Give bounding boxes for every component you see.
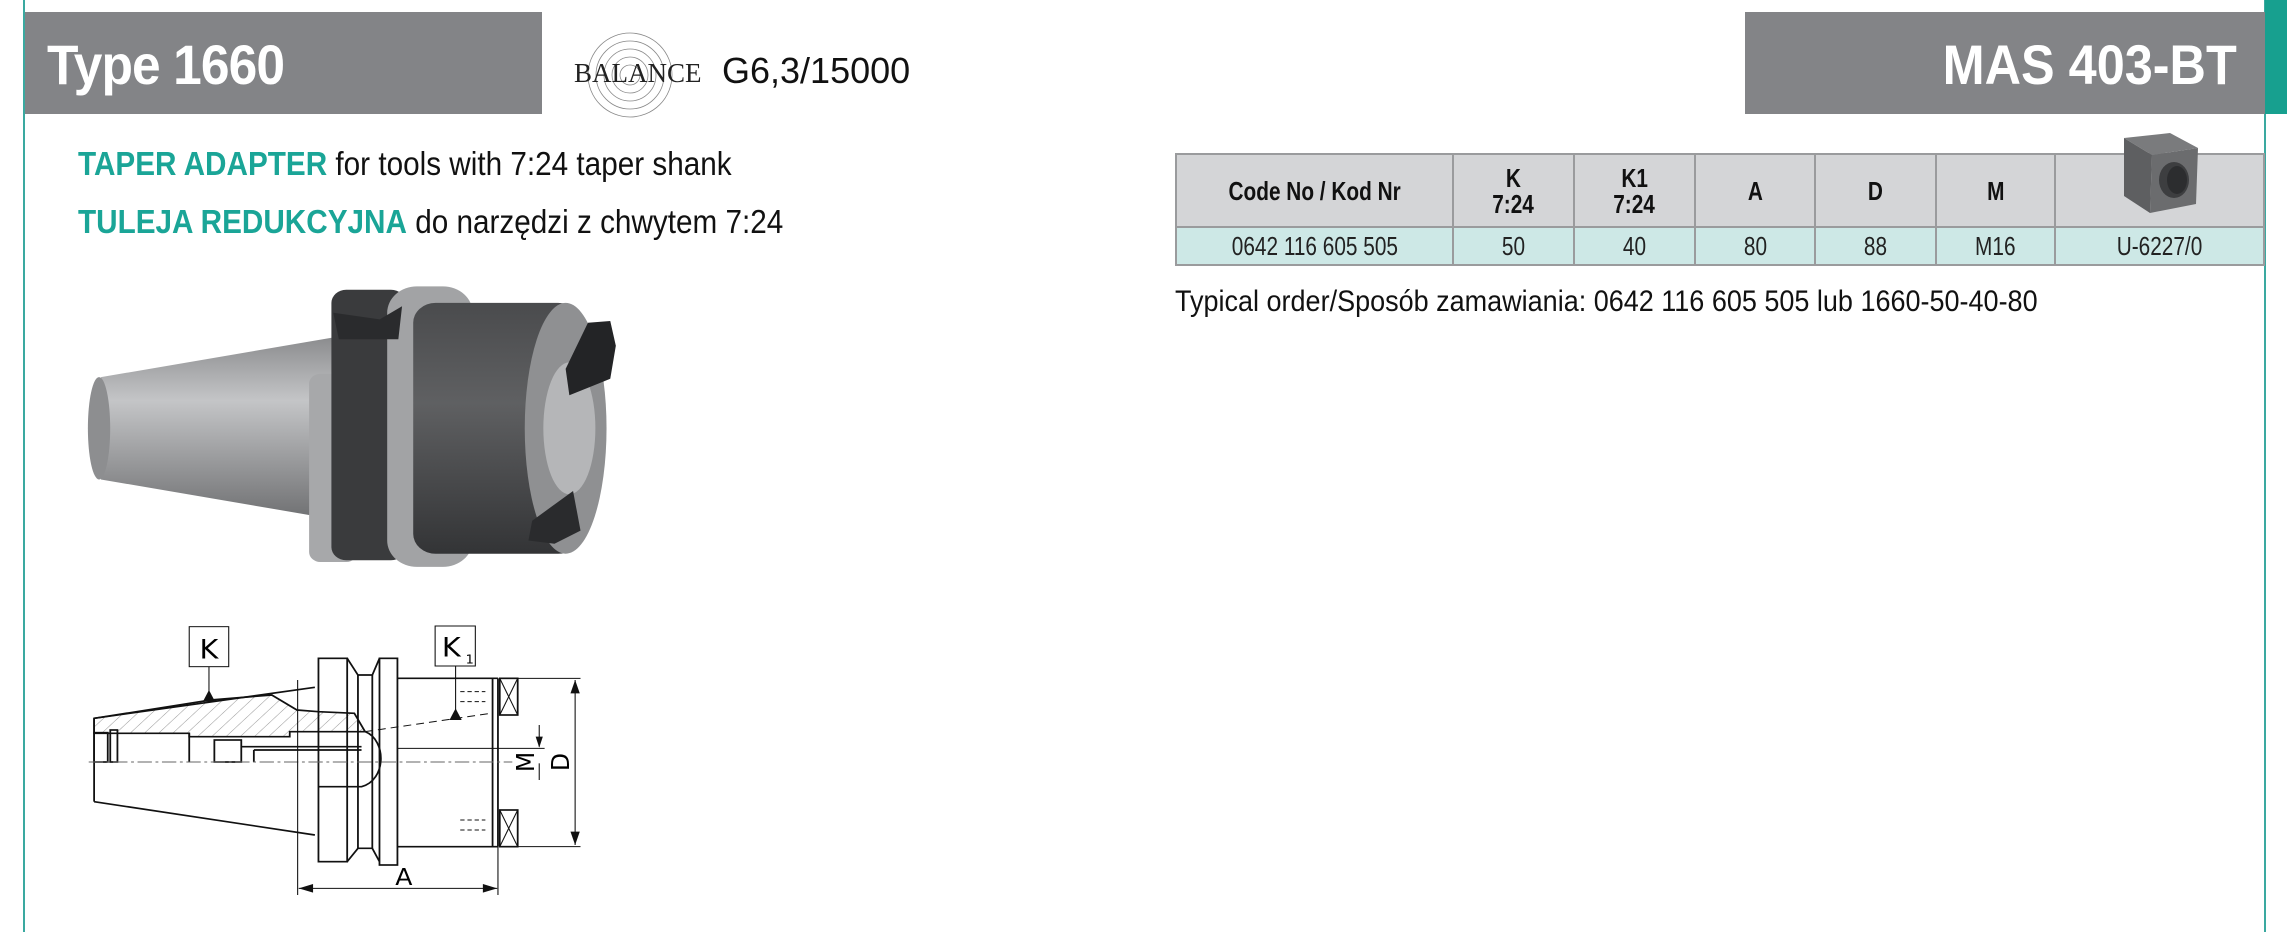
description-pl-bold: TULEJA REDUKCYJNA	[78, 203, 407, 240]
cell-d: 88	[1814, 226, 1937, 266]
col-header-code: Code No / Kod Nr	[1175, 153, 1454, 228]
description-en-rest: for tools with 7:24 taper shank	[327, 145, 732, 182]
balance-grade: G6,3/15000	[722, 50, 911, 91]
description-pl: TULEJA REDUKCYJNA do narzędzi z chwytem …	[78, 203, 783, 241]
label-k1: K	[442, 632, 462, 664]
col-header-a: A	[1694, 153, 1816, 228]
description-en-bold: TAPER ADAPTER	[78, 145, 328, 182]
label-d: D	[545, 753, 575, 771]
typical-order-text: Typical order/Sposób zamawiania: 0642 11…	[1175, 285, 2038, 318]
col-header-m: M	[1935, 153, 2056, 228]
left-border-line	[23, 0, 25, 932]
type-title: Type 1660	[47, 33, 285, 96]
right-border-line	[2264, 0, 2266, 932]
label-k1-subscript: 1	[466, 652, 474, 666]
product-photo	[87, 286, 616, 567]
description-pl-rest: do narzędzi z chwytem 7:24	[406, 203, 784, 240]
balance-rings-icon	[587, 32, 673, 118]
balance-logo-word: BALANCE	[574, 58, 702, 88]
standard-header-box: MAS 403-BT	[1745, 12, 2265, 114]
type-header-box: Type 1660	[25, 12, 542, 114]
cell-code: 0642 116 605 505	[1175, 226, 1454, 266]
technical-drawing: K K 1 A D M	[88, 625, 581, 895]
label-m: M	[510, 752, 540, 772]
right-accent-bar	[2265, 0, 2287, 114]
square-nut-icon	[2124, 133, 2198, 213]
cell-k1: 40	[1573, 226, 1696, 266]
col-header-d: D	[1814, 153, 1937, 228]
label-a: A	[395, 863, 413, 891]
cell-a: 80	[1694, 226, 1816, 266]
table-row: 0642 116 605 505 50 40 80 88 M16 U-6227/…	[1175, 226, 2265, 266]
description-en: TAPER ADAPTER for tools with 7:24 taper …	[78, 145, 732, 183]
standard-title: MAS 403-BT	[1942, 33, 2237, 96]
cell-m: M16	[1935, 226, 2056, 266]
label-k: K	[200, 633, 220, 665]
cell-accessory: U-6227/0	[2054, 226, 2265, 266]
cell-k: 50	[1452, 226, 1575, 266]
